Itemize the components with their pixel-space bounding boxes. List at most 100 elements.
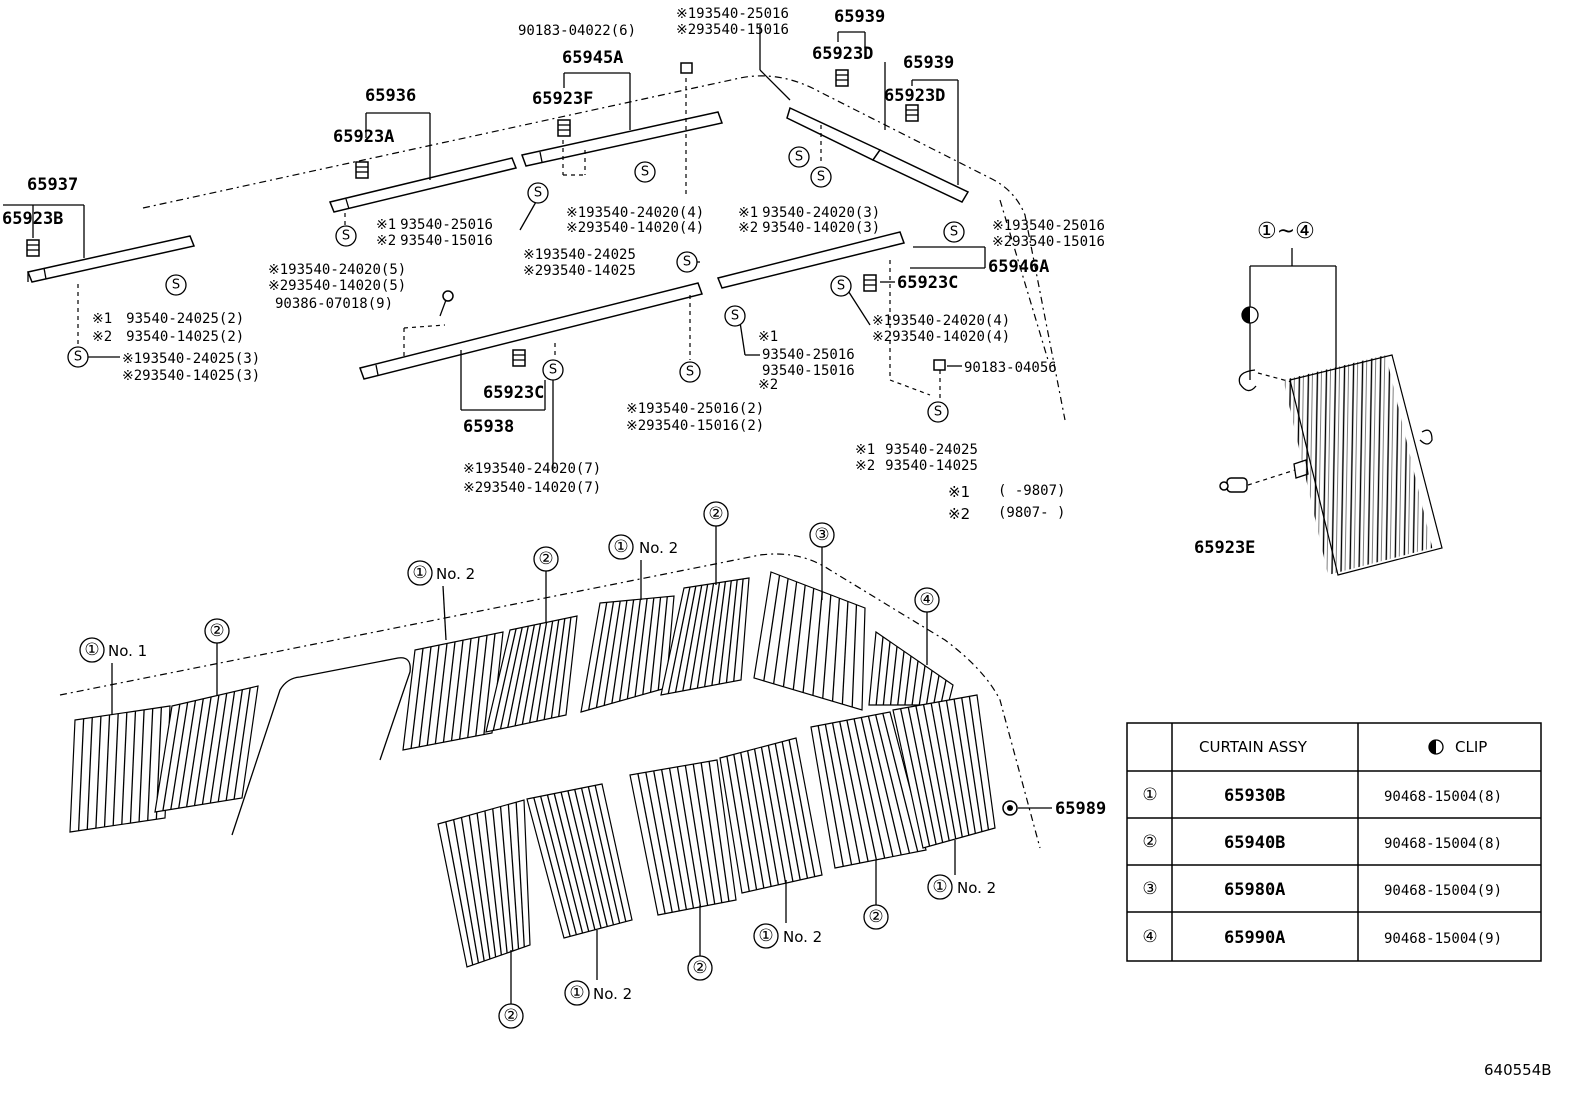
svg-text:S: S xyxy=(534,186,542,201)
screw-icon: S xyxy=(67,346,89,368)
svg-text:②: ② xyxy=(692,958,707,978)
screw-icon: S xyxy=(830,275,852,297)
svg-text:②: ② xyxy=(708,504,723,524)
hook-icon xyxy=(1238,369,1257,392)
clip-half-icon xyxy=(1428,739,1444,755)
svg-text:※193540-24025: ※193540-24025 xyxy=(523,247,636,263)
table-row-number: ④ xyxy=(1142,927,1157,947)
svg-text:※293540-14025(3): ※293540-14025(3) xyxy=(122,368,260,384)
roof-outline-lower xyxy=(59,553,1041,849)
svg-text:(9807- ): (9807- ) xyxy=(998,505,1065,521)
svg-text:※293540-14025(2): ※293540-14025(2) xyxy=(92,329,244,345)
table-row-clip: 90468-15004(9) xyxy=(1384,931,1502,947)
table-row-clip: 90468-15004(8) xyxy=(1384,789,1502,805)
screw-icon: S xyxy=(527,182,549,204)
bolt-icon xyxy=(835,69,849,87)
screw-icon: S xyxy=(679,361,701,383)
curtain-panels xyxy=(69,571,996,968)
screw-symbols: S S S S S S S S S S S S S S xyxy=(67,146,965,423)
svg-text:※193540-24025: ※193540-24025 xyxy=(855,442,978,458)
label-65923E: 65923E xyxy=(1194,538,1255,558)
svg-text:S: S xyxy=(817,170,825,185)
screw-icon: S xyxy=(724,305,746,327)
screw-icon: S xyxy=(542,359,564,381)
svg-text:No. 2: No. 2 xyxy=(783,928,822,946)
nut-icon xyxy=(933,359,946,371)
curtain-panel xyxy=(526,783,633,939)
curtain-panel xyxy=(892,694,996,849)
svg-text:①: ① xyxy=(613,537,628,557)
curtain-panel xyxy=(402,631,504,751)
svg-text:②: ② xyxy=(538,549,553,569)
svg-text:※193540-24025(3): ※193540-24025(3) xyxy=(122,351,260,367)
svg-text:S: S xyxy=(795,150,803,165)
svg-text:※293540-15016: ※293540-15016 xyxy=(992,234,1105,250)
svg-text:※193540-25016: ※193540-25016 xyxy=(676,6,789,22)
svg-text:※293540-15016(2): ※293540-15016(2) xyxy=(626,418,764,434)
svg-text:※293540-14020(4): ※293540-14020(4) xyxy=(566,220,704,236)
table-row-clip: 90468-15004(9) xyxy=(1384,883,1502,899)
label-65923C-right: 65923C xyxy=(897,273,958,293)
table-row-assy: 65980A xyxy=(1224,880,1285,900)
svg-text:( -9807): ( -9807) xyxy=(998,483,1065,499)
label-65937: 65937 xyxy=(27,175,78,195)
svg-text:※293540-15016: ※293540-15016 xyxy=(376,233,493,249)
svg-text:S: S xyxy=(837,279,845,294)
rail-65937 xyxy=(26,235,196,283)
label-65945A: 65945A xyxy=(562,48,623,68)
label-65923D-b: 65923D xyxy=(884,86,945,106)
svg-text:②: ② xyxy=(209,621,224,641)
svg-text:93540-15016: 93540-15016 xyxy=(762,363,855,379)
screw-icon: S xyxy=(810,166,832,188)
curtain-label-2: ② xyxy=(204,618,230,644)
svg-text:④: ④ xyxy=(919,590,934,610)
svg-text:①: ① xyxy=(569,983,584,1003)
svg-text:S: S xyxy=(950,225,958,240)
curtain-panel xyxy=(629,759,737,916)
table-row: ③ 65980A 90468-15004(9) xyxy=(1142,879,1502,900)
svg-text:※2: ※2 xyxy=(948,505,970,523)
label-65938: 65938 xyxy=(463,417,514,437)
svg-text:S: S xyxy=(342,229,350,244)
curtain-panel xyxy=(719,737,823,894)
label-90386-07018: 90386-07018(9) xyxy=(275,296,393,312)
svg-text:③: ③ xyxy=(814,525,829,545)
figure-code: 640554B xyxy=(1484,1061,1552,1079)
label-65923D-a: 65923D xyxy=(812,44,873,64)
svg-text:S: S xyxy=(172,278,180,293)
rail-65939-right xyxy=(871,149,970,203)
curtain-panel xyxy=(485,615,578,733)
curtain-panel xyxy=(580,595,675,713)
svg-text:93540-25016: 93540-25016 xyxy=(762,347,855,363)
table-row-assy: 65930B xyxy=(1224,786,1285,806)
svg-text:①: ① xyxy=(932,877,947,897)
curtain-label-2: ② xyxy=(863,904,889,930)
screw-icon: S xyxy=(676,251,698,273)
fastener-icon xyxy=(1002,800,1018,816)
label-65923F: 65923F xyxy=(532,89,593,109)
curtain-label-3: ③ xyxy=(809,522,835,548)
curtain-panel xyxy=(154,685,259,813)
svg-text:※193540-24020(4): ※193540-24020(4) xyxy=(872,313,1010,329)
svg-text:②: ② xyxy=(868,907,883,927)
svg-text:※293540-14020(7): ※293540-14020(7) xyxy=(463,480,601,496)
label-65939-b: 65939 xyxy=(903,53,954,73)
screw-icon: S xyxy=(634,161,656,183)
curtain-panel xyxy=(753,571,866,711)
bolt-icon xyxy=(905,104,919,122)
roof-outline-upper xyxy=(142,75,1066,421)
bolt-icon xyxy=(557,119,571,137)
svg-text:S: S xyxy=(74,350,82,365)
curtain-panel xyxy=(660,577,750,696)
svg-text:※193540-25016: ※193540-25016 xyxy=(992,218,1105,234)
rail-65936 xyxy=(328,157,518,213)
table-row-number: ③ xyxy=(1142,879,1157,899)
pin-icon xyxy=(439,290,454,317)
rail-65945A xyxy=(521,111,723,167)
